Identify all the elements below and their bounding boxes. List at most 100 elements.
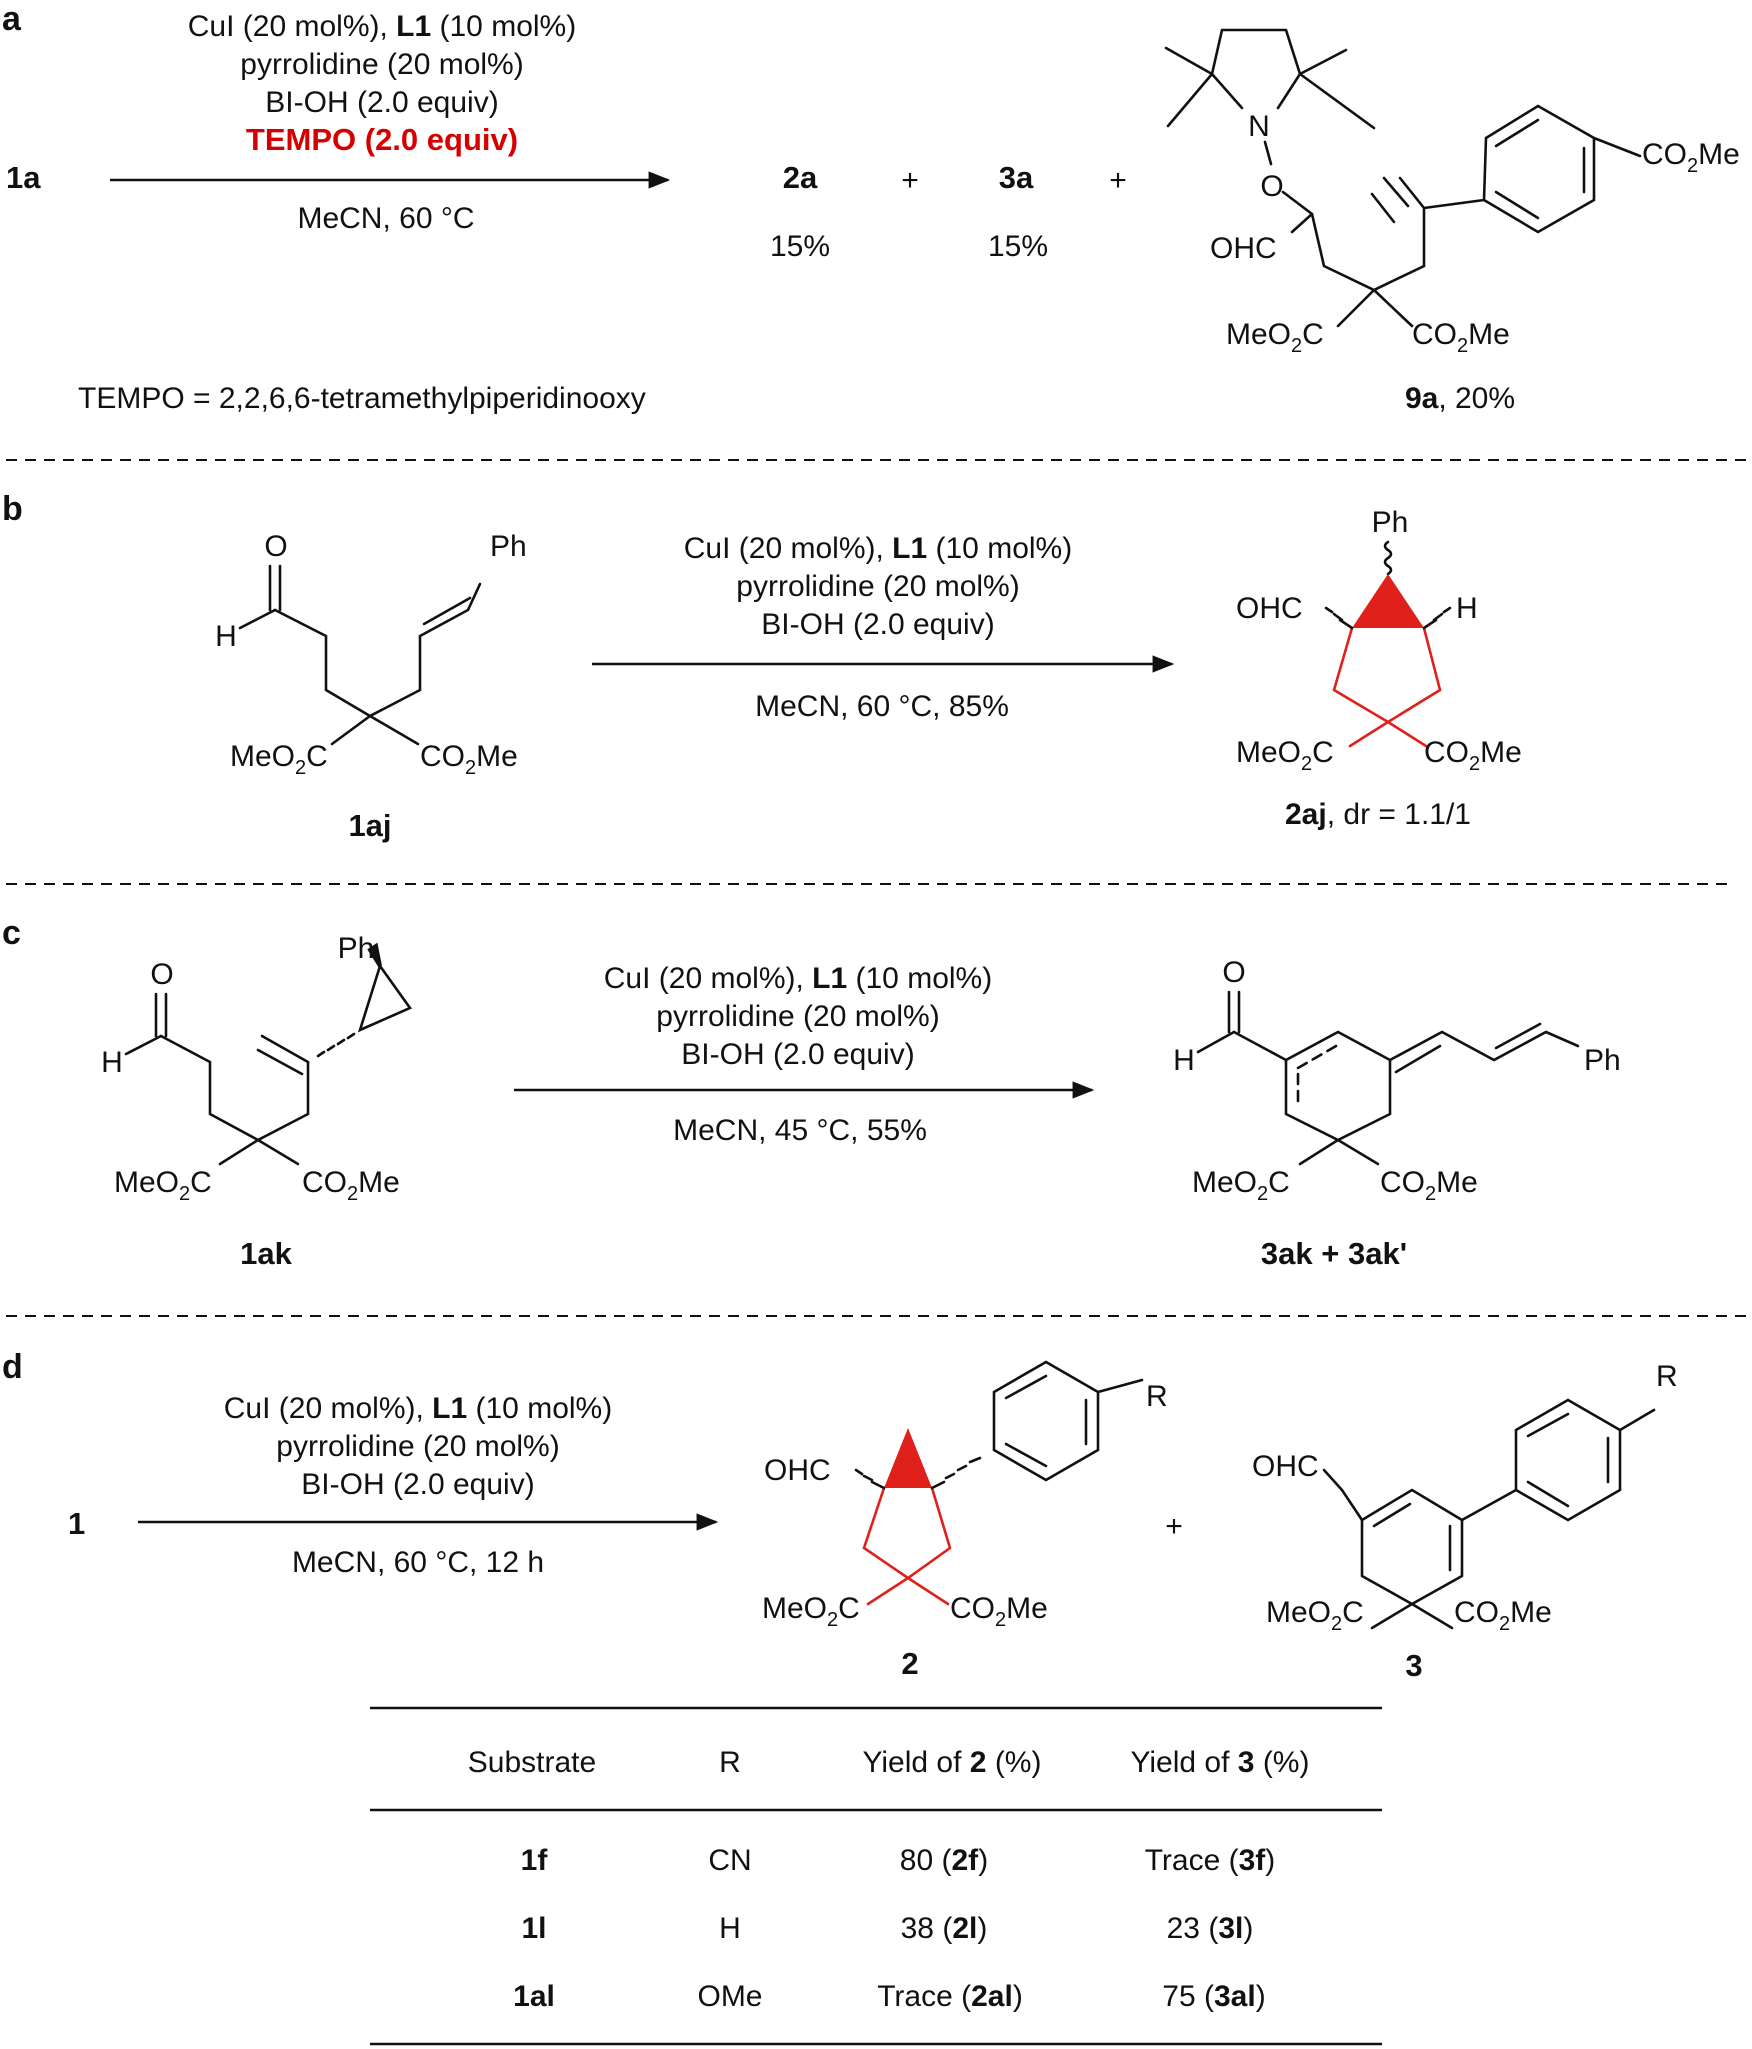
atom-o-3ak: O <box>1222 956 1245 989</box>
cyclopropane-wedge <box>1352 574 1424 628</box>
panel-c-reactant: 1ak <box>240 1236 292 1271</box>
panel-b-product: 2aj, dr = 1.1/1 <box>1285 798 1471 831</box>
atom-h-3ak: H <box>1173 1044 1195 1077</box>
group-meo2c-3: MeO2C <box>1266 1596 1364 1635</box>
panel-a-reactant: 1a <box>6 160 41 195</box>
panel-d-product-3: 3 <box>1405 1648 1422 1683</box>
atom-o: O <box>1260 170 1283 203</box>
panel-d-condition-1: CuI (20 mol%), L1 (10 mol%) <box>224 1392 612 1425</box>
panel-d-condition-4: MeCN, 60 °C, 12 h <box>292 1546 544 1579</box>
group-meo2c-1ak: MeO2C <box>114 1166 212 1205</box>
atom-h-1aj: H <box>215 620 237 653</box>
panel-c: c O H Ph MeO2C CO2Me 1ak CuI (20 mol%), … <box>2 914 1621 1271</box>
panel-a-yield-2a: 15% <box>770 230 830 263</box>
panel-a: a 1a CuI (20 mol%), L1 (10 mol%) pyrroli… <box>2 0 1740 415</box>
panel-a-plus-2: + <box>1109 164 1127 197</box>
panel-c-condition-3: BI-OH (2.0 equiv) <box>681 1038 914 1071</box>
table-cell-yield-3: Trace (3f) <box>1145 1844 1276 1877</box>
table-cell-substrate: 1f <box>521 1844 549 1877</box>
panel-c-condition-2: pyrrolidine (20 mol%) <box>656 1000 939 1033</box>
table-row: 1f CN 80 (2f) Trace (3f) <box>521 1844 1276 1877</box>
atom-ph-3ak: Ph <box>1584 1044 1621 1077</box>
table-row: 1l H 38 (2l) 23 (3l) <box>521 1912 1253 1945</box>
panel-d-condition-2: pyrrolidine (20 mol%) <box>276 1430 559 1463</box>
atom-h-1ak: H <box>101 1046 123 1079</box>
panel-c-condition-4: MeCN, 45 °C, 55% <box>673 1114 927 1147</box>
structure-9a: N O OHC CO2Me MeO2C CO2Me <box>1164 28 1740 357</box>
panel-b-condition-4: MeCN, 60 °C, 85% <box>755 690 1009 723</box>
group-co2me-1ak: CO2Me <box>302 1166 400 1205</box>
atom-ohc-2: OHC <box>764 1454 831 1487</box>
table-cell-substrate: 1al <box>513 1980 555 2013</box>
group-co2me-3: CO2Me <box>1454 1596 1552 1635</box>
table-cell-yield-3: 23 (3l) <box>1167 1912 1254 1945</box>
atom-ph-1aj: Ph <box>490 530 527 563</box>
table-cell-yield-2: Trace (2al) <box>877 1980 1023 2013</box>
structure-2aj: Ph OHC H MeO2C CO2Me <box>1236 506 1522 775</box>
panel-a-product-3a: 3a <box>999 160 1034 195</box>
table-cell-yield-3: 75 (3al) <box>1162 1980 1265 2013</box>
table-cell-yield-2: 80 (2f) <box>900 1844 988 1877</box>
atom-ohc-2aj: OHC <box>1236 592 1303 625</box>
panel-b-condition-2: pyrrolidine (20 mol%) <box>736 570 1019 603</box>
panel-a-condition-2: pyrrolidine (20 mol%) <box>240 48 523 81</box>
phenyl-wedge-1ak <box>367 942 382 968</box>
panel-c-product: 3ak + 3ak' <box>1261 1236 1407 1271</box>
atom-o-1aj: O <box>264 530 287 563</box>
group-meo2c-1aj: MeO2C <box>230 740 328 779</box>
panel-a-condition-3: BI-OH (2.0 equiv) <box>265 86 498 119</box>
group-co2me-3ak: CO2Me <box>1380 1166 1478 1205</box>
table-cell-yield-2: 38 (2l) <box>901 1912 988 1945</box>
table-header-substrate: Substrate <box>468 1746 596 1779</box>
panel-b-condition-3: BI-OH (2.0 equiv) <box>761 608 994 641</box>
structure-3: OHC R MeO2C CO2Me <box>1252 1360 1678 1635</box>
table-header-r: R <box>719 1746 741 1779</box>
panel-a-condition-tempo: TEMPO (2.0 equiv) <box>246 122 518 157</box>
group-co2me-2aj: CO2Me <box>1424 736 1522 775</box>
panel-c-label: c <box>2 914 21 952</box>
table-cell-r: OMe <box>697 1980 762 2013</box>
panel-a-plus-1: + <box>901 164 919 197</box>
atom-r-2: R <box>1146 1380 1168 1413</box>
panel-b-label: b <box>2 490 23 528</box>
atom-ohc: OHC <box>1210 232 1277 265</box>
table-cell-r: CN <box>708 1844 751 1877</box>
panel-d-plus: + <box>1165 1510 1183 1543</box>
panel-a-condition-solvent: MeCN, 60 °C <box>297 202 474 235</box>
group-co2me-2: CO2Me <box>950 1592 1048 1631</box>
group-co2me-aryl: CO2Me <box>1642 138 1740 177</box>
panel-d: d 1 CuI (20 mol%), L1 (10 mol%) pyrrolid… <box>2 1348 1678 2046</box>
structure-2: OHC R MeO2C CO2Me <box>762 1360 1168 1631</box>
panel-d-condition-3: BI-OH (2.0 equiv) <box>301 1468 534 1501</box>
panel-d-label: d <box>2 1348 23 1386</box>
cyclopropane-wedge-2 <box>884 1428 932 1488</box>
table-row: 1al OMe Trace (2al) 75 (3al) <box>513 1980 1266 2013</box>
group-co2me: CO2Me <box>1412 318 1510 357</box>
atom-ohc-3: OHC <box>1252 1450 1319 1483</box>
table-header-yield-3: Yield of 3 (%) <box>1131 1746 1310 1779</box>
structure-1aj: O H Ph MeO2C CO2Me <box>215 530 527 779</box>
group-meo2c-2aj: MeO2C <box>1236 736 1334 775</box>
group-meo2c-3ak: MeO2C <box>1192 1166 1290 1205</box>
group-meo2c: MeO2C <box>1226 318 1324 357</box>
atom-h-2aj: H <box>1456 592 1478 625</box>
yield-table: Substrate R Yield of 2 (%) Yield of 3 (%… <box>370 1706 1382 2046</box>
atom-r-3: R <box>1656 1360 1678 1393</box>
structure-3ak: O H Ph MeO2C CO2Me <box>1173 956 1621 1205</box>
atom-o-1ak: O <box>150 958 173 991</box>
panel-a-label: a <box>2 0 22 38</box>
panel-d-reactant: 1 <box>68 1506 85 1541</box>
table-header-yield-2: Yield of 2 (%) <box>863 1746 1042 1779</box>
group-meo2c-2: MeO2C <box>762 1592 860 1631</box>
panel-a-yield-3a: 15% <box>988 230 1048 263</box>
panel-b-condition-1: CuI (20 mol%), L1 (10 mol%) <box>684 532 1072 565</box>
panel-b: b O H Ph MeO2C CO2Me 1aj CuI (20 mol%), … <box>2 490 1522 843</box>
panel-d-product-2: 2 <box>901 1646 918 1681</box>
atom-ph-1ak: Ph <box>338 932 375 965</box>
group-co2me-1aj: CO2Me <box>420 740 518 779</box>
panel-b-reactant: 1aj <box>348 808 391 843</box>
atom-ph-2aj: Ph <box>1372 506 1409 539</box>
table-cell-substrate: 1l <box>521 1912 546 1945</box>
table-cell-r: H <box>719 1912 741 1945</box>
